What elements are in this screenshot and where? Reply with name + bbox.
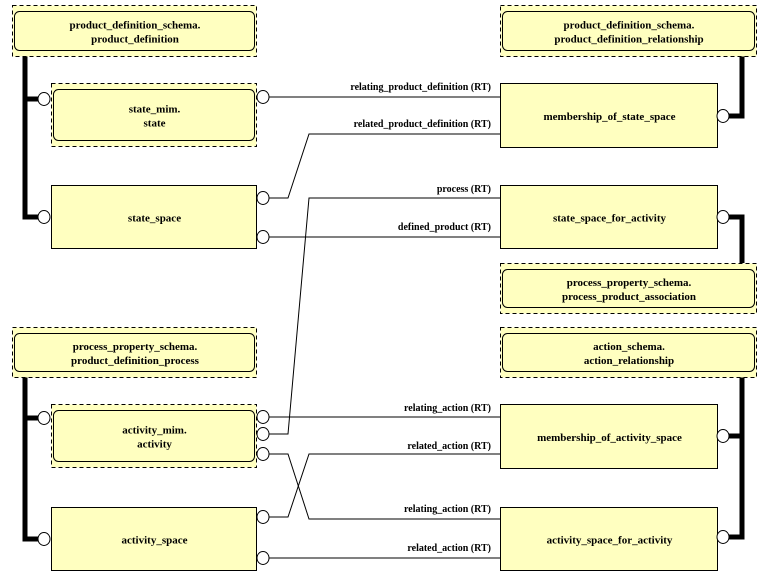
relationship-line (269, 453, 500, 518)
entity-label: state_space_for_activity (553, 213, 667, 225)
entity-label: action_schema. (593, 341, 665, 353)
relationship-labels: relating_product_definition (RT) related_… (350, 82, 491, 554)
relationship-end-circle-icon (256, 447, 270, 461)
entity-label: process_product_association (562, 291, 696, 303)
subtype-line-moss (728, 56, 745, 119)
subtype-line-ssfa (728, 214, 745, 263)
entity-label: activity_mim. (122, 425, 187, 437)
entity-ssfa[interactable]: state_space_for_activity (500, 185, 718, 249)
subtype-circle-icon (37, 411, 51, 425)
subtype-line-state-space (22, 56, 39, 220)
entity-activity-space[interactable]: activity_space (51, 507, 257, 571)
relationship-end-circle-icon (256, 510, 270, 524)
entity-rect (500, 404, 718, 469)
entity-label: process_property_schema. (73, 341, 198, 353)
entity-state-space[interactable]: state_space (51, 185, 257, 249)
entity-label: state_space (128, 213, 181, 225)
relationship-line (269, 133, 500, 199)
relationship-label: related_action (RT) (407, 543, 491, 554)
entity-rect (500, 185, 718, 249)
entity-moas[interactable]: membership_of_activity_space (500, 404, 718, 469)
relationship-label: related_action (RT) (407, 441, 491, 452)
relationship-label: relating_action (RT) (404, 403, 491, 414)
relationship-label: relating_action (RT) (404, 504, 491, 515)
entity-label: membership_of_activity_space (537, 432, 682, 444)
relationship-end-circle-icon (256, 90, 270, 104)
relationship-label: process (RT) (437, 184, 491, 195)
entity-state[interactable]: state_mim.state (51, 83, 257, 147)
relationship-label: relating_product_definition (RT) (350, 82, 491, 93)
relationship-label: defined_product (RT) (398, 222, 491, 233)
entity-boxes: product_definition_schema. product_defini… (12, 5, 757, 571)
entity-activity[interactable]: activity_mim. activity (51, 404, 257, 468)
entity-label: activity (137, 439, 172, 451)
relationship-end-circle-icon (256, 230, 270, 244)
entity-rect (51, 507, 257, 571)
relationship-end-circle-icon (256, 427, 270, 441)
entity-label: product_definition_schema. (70, 20, 201, 32)
subtype-circle-icon (716, 109, 730, 123)
entity-pdp[interactable]: process_property_schema. product_definiti… (12, 327, 257, 378)
subtype-circle-icon (716, 530, 730, 544)
rounded-inner-box (53, 410, 255, 462)
entity-label: product_definition (91, 34, 179, 46)
entity-label: product_definition_schema. (564, 20, 695, 32)
entity-rect (51, 185, 257, 249)
entity-label: activity_space (122, 535, 188, 547)
subtype-circle-icon (716, 429, 730, 443)
entity-pd[interactable]: product_definition_schema. product_defini… (12, 5, 257, 57)
entity-ar[interactable]: action_schema. action_relationship (500, 327, 757, 378)
rounded-inner-box (502, 269, 755, 308)
relationship-end-circle-icon (256, 191, 270, 205)
relationship-end-circle-icon (256, 410, 270, 424)
rounded-inner-box (502, 333, 755, 372)
entity-pdr[interactable]: product_definition_schema. product_defini… (500, 5, 757, 57)
relationship-label: related_product_definition (RT) (354, 119, 491, 130)
connector-lines (22, 56, 745, 559)
entity-label: membership_of_state_space (544, 111, 676, 123)
entity-label: state (144, 118, 166, 130)
subtype-circle-icon (37, 92, 51, 106)
entity-label: action_relationship (584, 355, 674, 367)
relationship-end-circle-icon (256, 551, 270, 565)
entity-rect (500, 507, 718, 571)
entity-label: product_definition_relationship (554, 34, 703, 46)
rounded-inner-box (502, 11, 755, 51)
entity-asfa[interactable]: activity_space_for_activity (500, 507, 718, 571)
subtype-circle-icon (37, 532, 51, 546)
relationship-line (269, 197, 500, 435)
rounded-inner-box (53, 89, 255, 141)
subtype-circle-icon (716, 210, 730, 224)
entity-label: activity_space_for_activity (547, 535, 673, 547)
subtype-circle-icon (37, 210, 51, 224)
subtype-line-activity-space (22, 377, 39, 542)
entity-label: product_definition_process (71, 355, 200, 367)
entity-label: state_mim. (129, 104, 181, 116)
entity-label: process_property_schema. (567, 277, 692, 289)
rounded-inner-box (14, 11, 255, 51)
entity-moss[interactable]: membership_of_state_space (500, 83, 718, 148)
rounded-inner-box (14, 333, 255, 372)
subtype-line-asfa (728, 377, 745, 540)
entity-ppa[interactable]: process_property_schema. process_product_… (500, 263, 757, 314)
